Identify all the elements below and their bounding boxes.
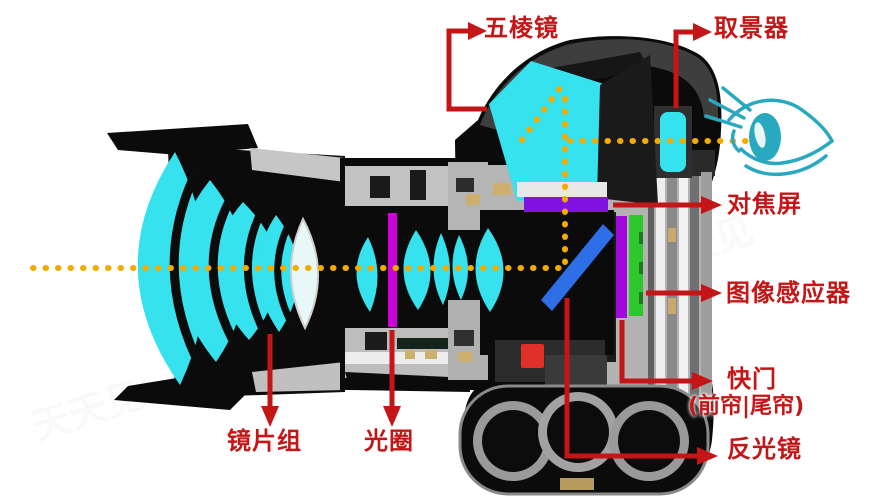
condenser-shape	[517, 182, 607, 197]
mid-lens-group	[356, 213, 504, 327]
label-lens-group: 镜片组	[227, 427, 302, 455]
focusing-screen-shape	[524, 197, 608, 212]
aperture-shape	[388, 213, 397, 327]
viewfinder-arrow	[673, 29, 693, 108]
optical-axis-dotted	[30, 85, 749, 271]
label-image-sensor: 图像感应器	[726, 279, 851, 307]
shutter-arrow	[619, 320, 692, 384]
label-viewfinder: 取景器	[714, 14, 789, 42]
bottom-motor-barrels	[458, 384, 710, 496]
label-focusing-screen: 对焦屏	[727, 190, 802, 218]
pentaprism-shape	[489, 61, 604, 201]
label-shutter-curtains: (前帘|尾帘)	[688, 394, 805, 419]
label-pentaprism: 五棱镜	[484, 14, 559, 42]
reflex-mirror-arrow	[564, 298, 697, 459]
label-shutter: 快门	[727, 365, 777, 393]
label-aperture: 光圈	[364, 427, 414, 455]
red-component	[521, 344, 544, 368]
reflex-mirror-shape	[541, 224, 614, 311]
shutter-shape	[616, 216, 627, 318]
pentaprism-arrow	[446, 28, 487, 112]
annotation-arrows	[261, 22, 722, 465]
label-reflex-mirror: 反光镜	[727, 435, 802, 463]
eye-icon	[704, 86, 834, 177]
prism-housing	[597, 55, 658, 205]
